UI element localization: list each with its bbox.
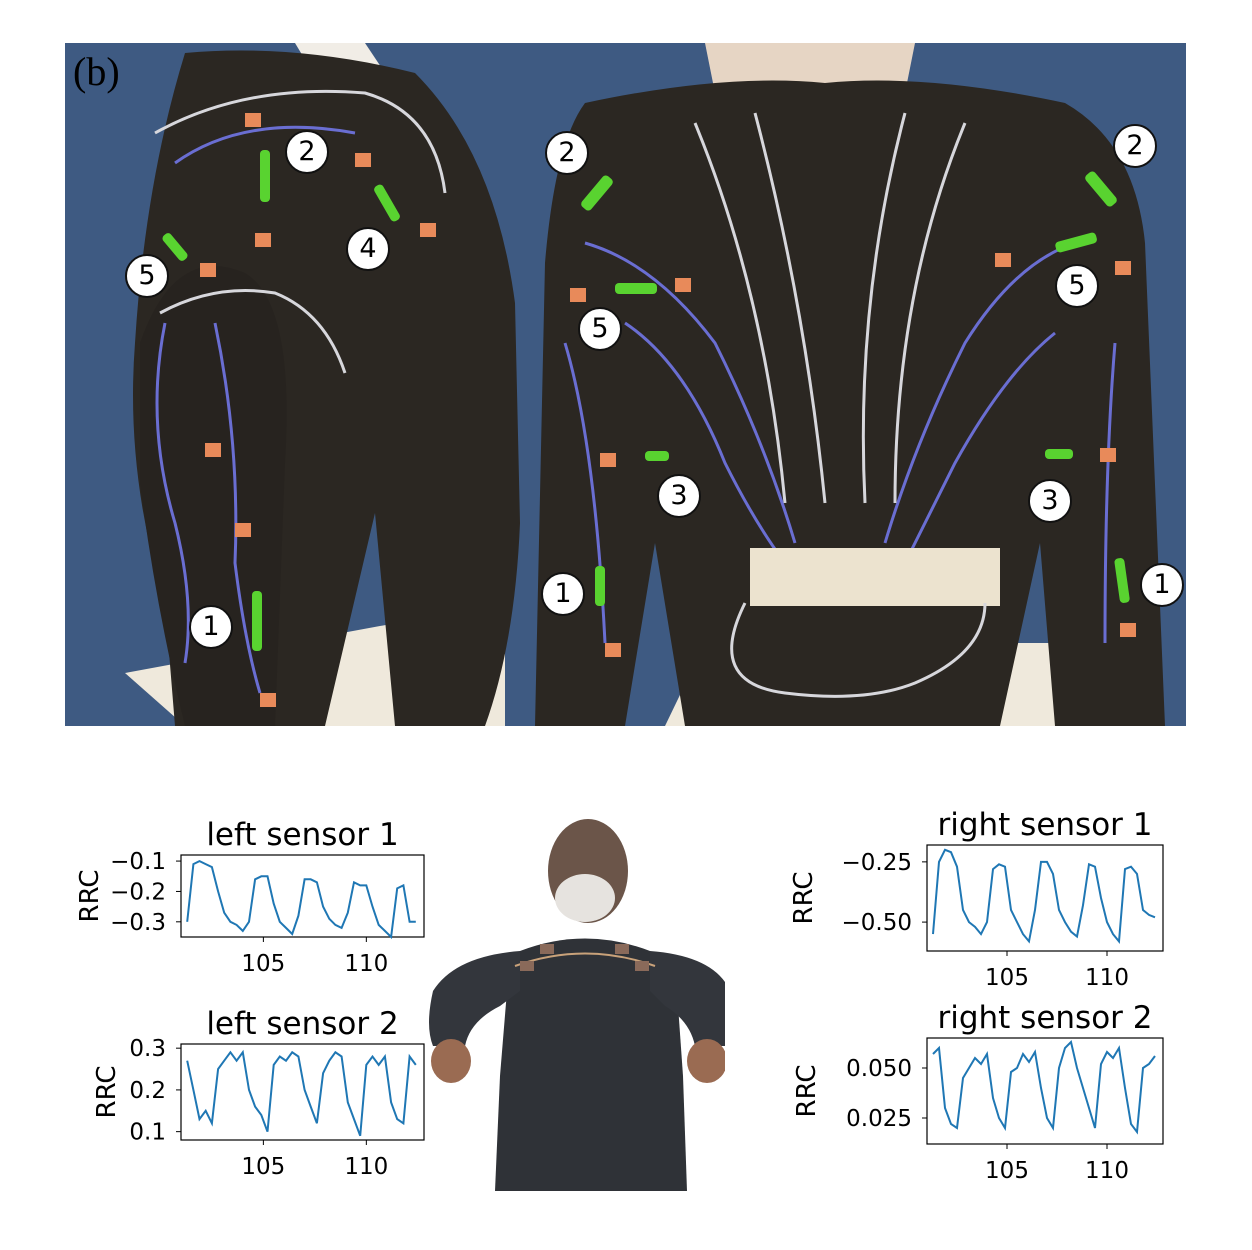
series-line — [186, 1049, 417, 1137]
back-marker-5-left: 5 — [578, 307, 622, 351]
side-view-photo — [125, 43, 520, 726]
chart-3: right sensor 1 RRC −0.25 −0.50 105 110 — [789, 807, 1164, 991]
figure-label: (b) — [73, 49, 120, 94]
plot-frame — [926, 844, 1164, 952]
series-line — [932, 1040, 1156, 1135]
y-tick-label: −0.50 — [842, 910, 912, 936]
series-line — [186, 859, 416, 940]
right-arm — [650, 951, 725, 1046]
y-axis-label: RRC — [789, 872, 819, 925]
plot-frame — [926, 1037, 1164, 1145]
x-tick-label: 105 — [241, 1154, 285, 1180]
chart-title: left sensor 1 — [206, 817, 398, 853]
x-tick-label: 110 — [344, 1154, 388, 1180]
y-axis-label: RRC — [75, 870, 105, 923]
back-marker-3-right: 3 — [1028, 479, 1072, 523]
y-tick-label: −0.1 — [110, 849, 166, 875]
back-marker-2-right: 2 — [1113, 124, 1157, 168]
y-tick-label: 0.025 — [846, 1106, 912, 1132]
x-tick-label: 105 — [985, 965, 1029, 991]
torso — [495, 938, 687, 1191]
back-marker-1-right: 1 — [1140, 563, 1184, 607]
side-marker-1: 1 — [189, 605, 233, 649]
y-tick-label: −0.2 — [110, 879, 166, 905]
side-marker-2: 2 — [285, 130, 329, 174]
x-tick-label: 110 — [1085, 965, 1129, 991]
back-marker-5-right: 5 — [1055, 264, 1099, 308]
y-tick-label: 0.050 — [846, 1056, 912, 1082]
chart-title: left sensor 2 — [206, 1006, 398, 1042]
x-tick-label: 110 — [1085, 1158, 1129, 1184]
y-tick-label: 0.2 — [129, 1078, 166, 1104]
chart-1: left sensor 1 RRC−0.1 −0.2 −0.3 105 110 — [75, 817, 425, 977]
back-marker-2-left: 2 — [545, 131, 589, 175]
back-view-photo — [535, 43, 1165, 726]
plot-frame — [180, 1043, 425, 1141]
y-tick-label: −0.25 — [842, 850, 912, 876]
chart-title: right sensor 2 — [937, 1000, 1152, 1036]
person-wearing-garment — [429, 819, 725, 1191]
y-axis-label: RRC — [792, 1065, 822, 1118]
series-line — [932, 848, 1156, 944]
garment-photo-panel — [65, 43, 1186, 726]
y-axis-label: RRC — [92, 1066, 122, 1119]
chart-2: left sensor 2 RRC 0.3 0.2 0.1 105 110 — [92, 1006, 425, 1180]
side-marker-5: 5 — [125, 254, 169, 298]
left-arm — [429, 951, 520, 1046]
x-tick-label: 105 — [241, 951, 285, 977]
x-tick-label: 105 — [985, 1158, 1029, 1184]
chart-4: right sensor 2 RRC 0.050 0.025 105 110 — [792, 1000, 1164, 1184]
back-marker-3-left: 3 — [657, 474, 701, 518]
y-tick-label: 0.3 — [129, 1036, 166, 1062]
face-mask — [555, 874, 615, 922]
x-tick-label: 110 — [344, 951, 388, 977]
back-marker-1-left: 1 — [541, 572, 585, 616]
y-tick-label: 0.1 — [129, 1120, 166, 1146]
side-marker-4: 4 — [346, 227, 390, 271]
left-fist — [431, 1039, 471, 1083]
y-tick-label: −0.3 — [110, 910, 166, 936]
plot-frame — [180, 854, 425, 938]
chart-title: right sensor 1 — [937, 807, 1152, 843]
right-fist — [687, 1039, 725, 1083]
